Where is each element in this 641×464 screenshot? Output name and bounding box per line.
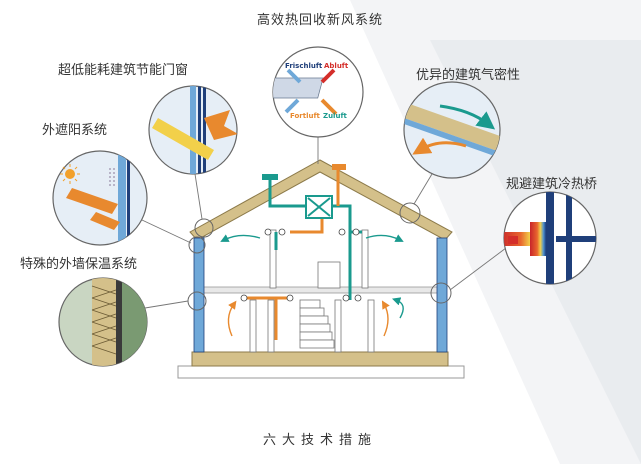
partition [361,229,369,289]
leader-line [141,137,507,309]
hrv-label-abluft: Abluft [324,62,349,70]
callout-thermal-bridge: 规避建筑冷热桥 [506,176,597,192]
window-detail-circle: 超低能耗建筑节能门窗 [58,62,238,175]
thermal-bridge-detail-circle: 规避建筑冷热桥 [503,176,597,285]
insulation-detail-circle: 特殊的外墙保温系统 [20,256,148,367]
callout-shading: 外遮阳系统 [42,122,107,138]
shading-detail-circle: 外遮阳系统 [42,122,148,246]
diffuser-row [240,228,362,302]
partition [269,229,277,289]
ground-slab [177,365,465,379]
exhaust-duct [244,168,340,340]
diagram-title: 高效热回收新风系统 [257,12,383,28]
exhaust-outlet [332,164,346,170]
callout-airtight: 优异的建筑气密性 [416,67,520,83]
hrv-label-frischluft: Frischluft [285,62,323,70]
house [141,137,507,379]
partition [334,299,342,353]
hrv-label-zuluft: Zuluft [323,112,347,120]
partition [367,299,375,353]
partition [267,299,275,353]
hrv-label-fortluft: Fortluft [290,112,321,120]
airtight-detail-circle: 优异的建筑气密性 [403,67,520,179]
left-wall [193,237,205,353]
hrv-core-icon [307,197,331,217]
sun-icon [65,169,75,179]
staircase [299,261,341,349]
right-wall [436,237,448,353]
airflow-arrows [220,234,404,337]
floor-slab [191,351,449,367]
callout-window: 超低能耗建筑节能门窗 [58,62,188,78]
callout-insulation: 特殊的外墙保温系统 [20,256,137,272]
partition [249,299,257,353]
fresh-air-intake [262,174,278,180]
sun-rays-icon [60,164,80,184]
hrv-detail-circle: Frischluft Abluft Fortluft Zuluft [272,46,364,138]
diagram-footer: 六大技术措施 [263,433,377,448]
